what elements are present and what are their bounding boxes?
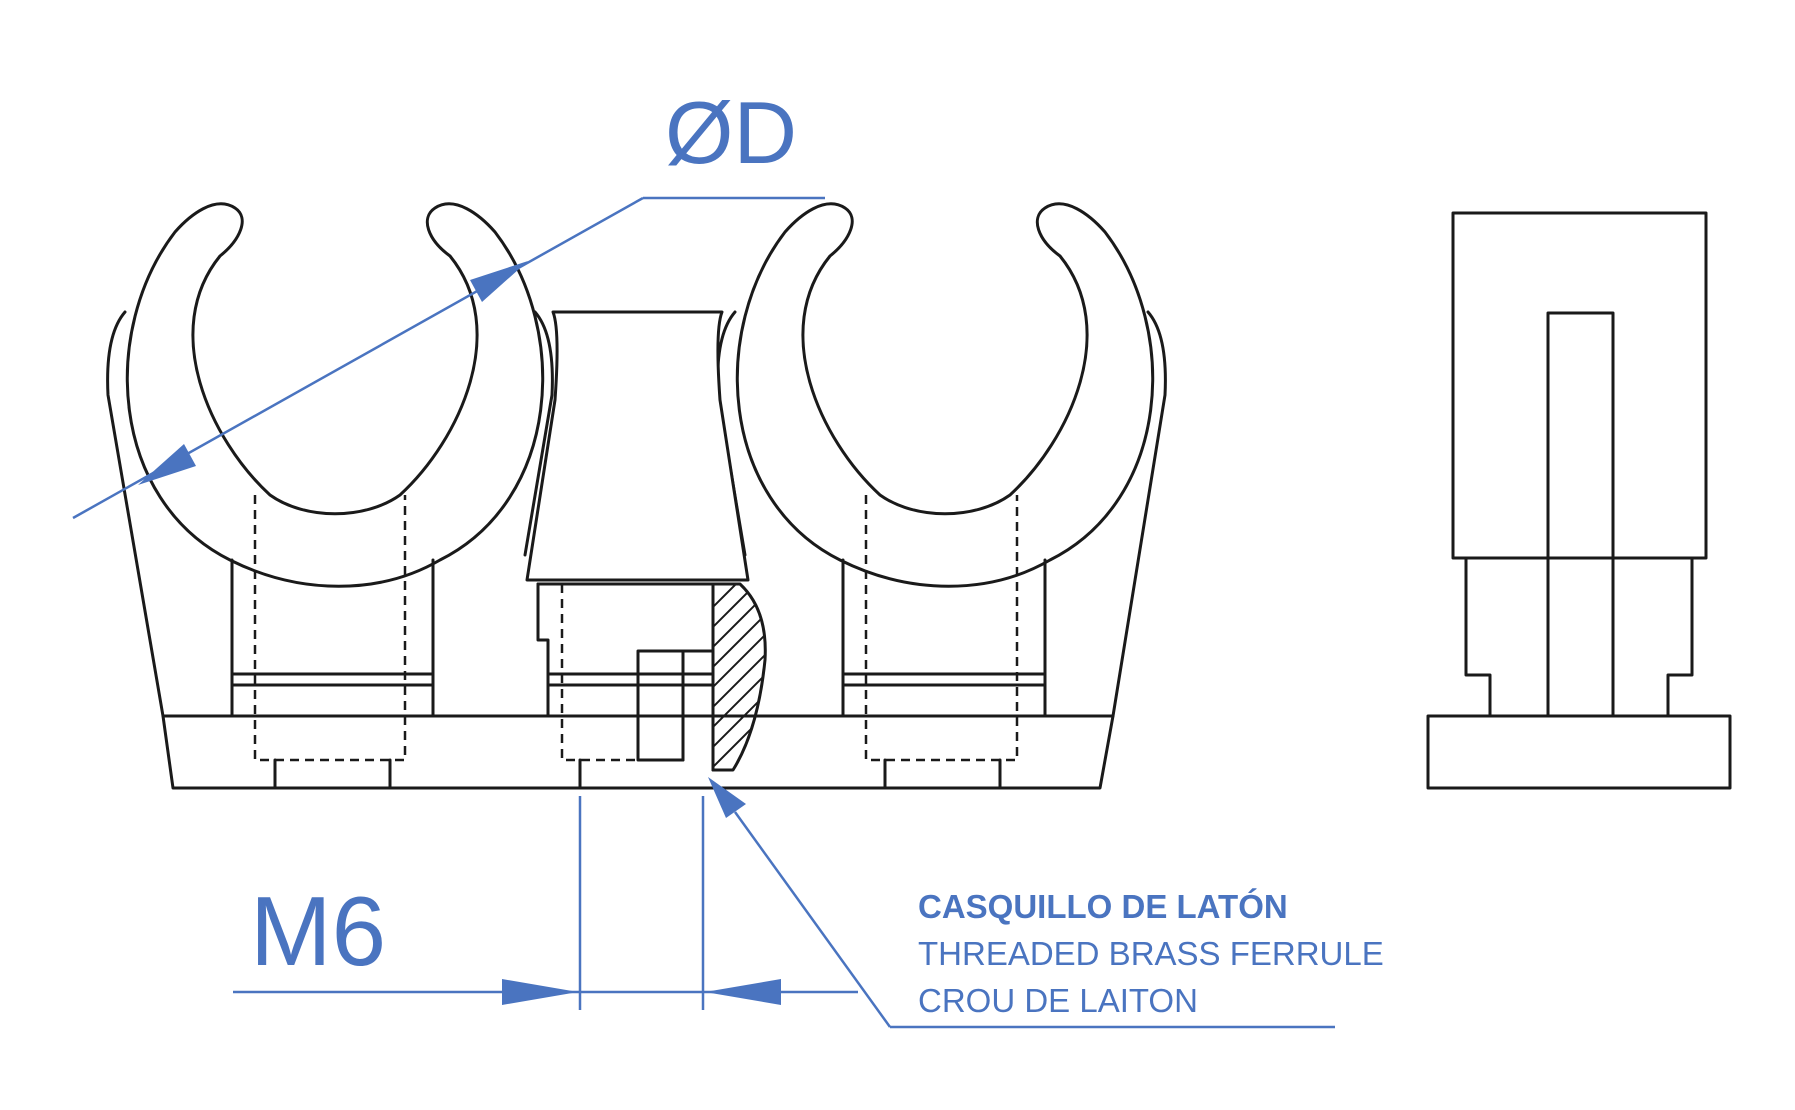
- side-view: [1426, 211, 1732, 790]
- base-plate: [161, 714, 1115, 790]
- ferrule-note-french: CROU DE LAITON: [918, 982, 1198, 1019]
- ferrule-section-hatch: [713, 584, 766, 770]
- left-clip: [106, 202, 554, 762]
- front-view: [106, 202, 1167, 790]
- ferrule-leader: [708, 777, 1335, 1029]
- thread-label: M6: [250, 876, 386, 986]
- ferrule-note-spanish: CASQUILLO DE LATÓN: [918, 888, 1288, 925]
- diameter-dimension: [72, 196, 825, 520]
- thread-dimension: [233, 796, 858, 1010]
- ferrule-note-english: THREADED BRASS FERRULE: [918, 935, 1384, 972]
- diameter-label: ØD: [665, 83, 797, 182]
- right-clip: [716, 202, 1167, 762]
